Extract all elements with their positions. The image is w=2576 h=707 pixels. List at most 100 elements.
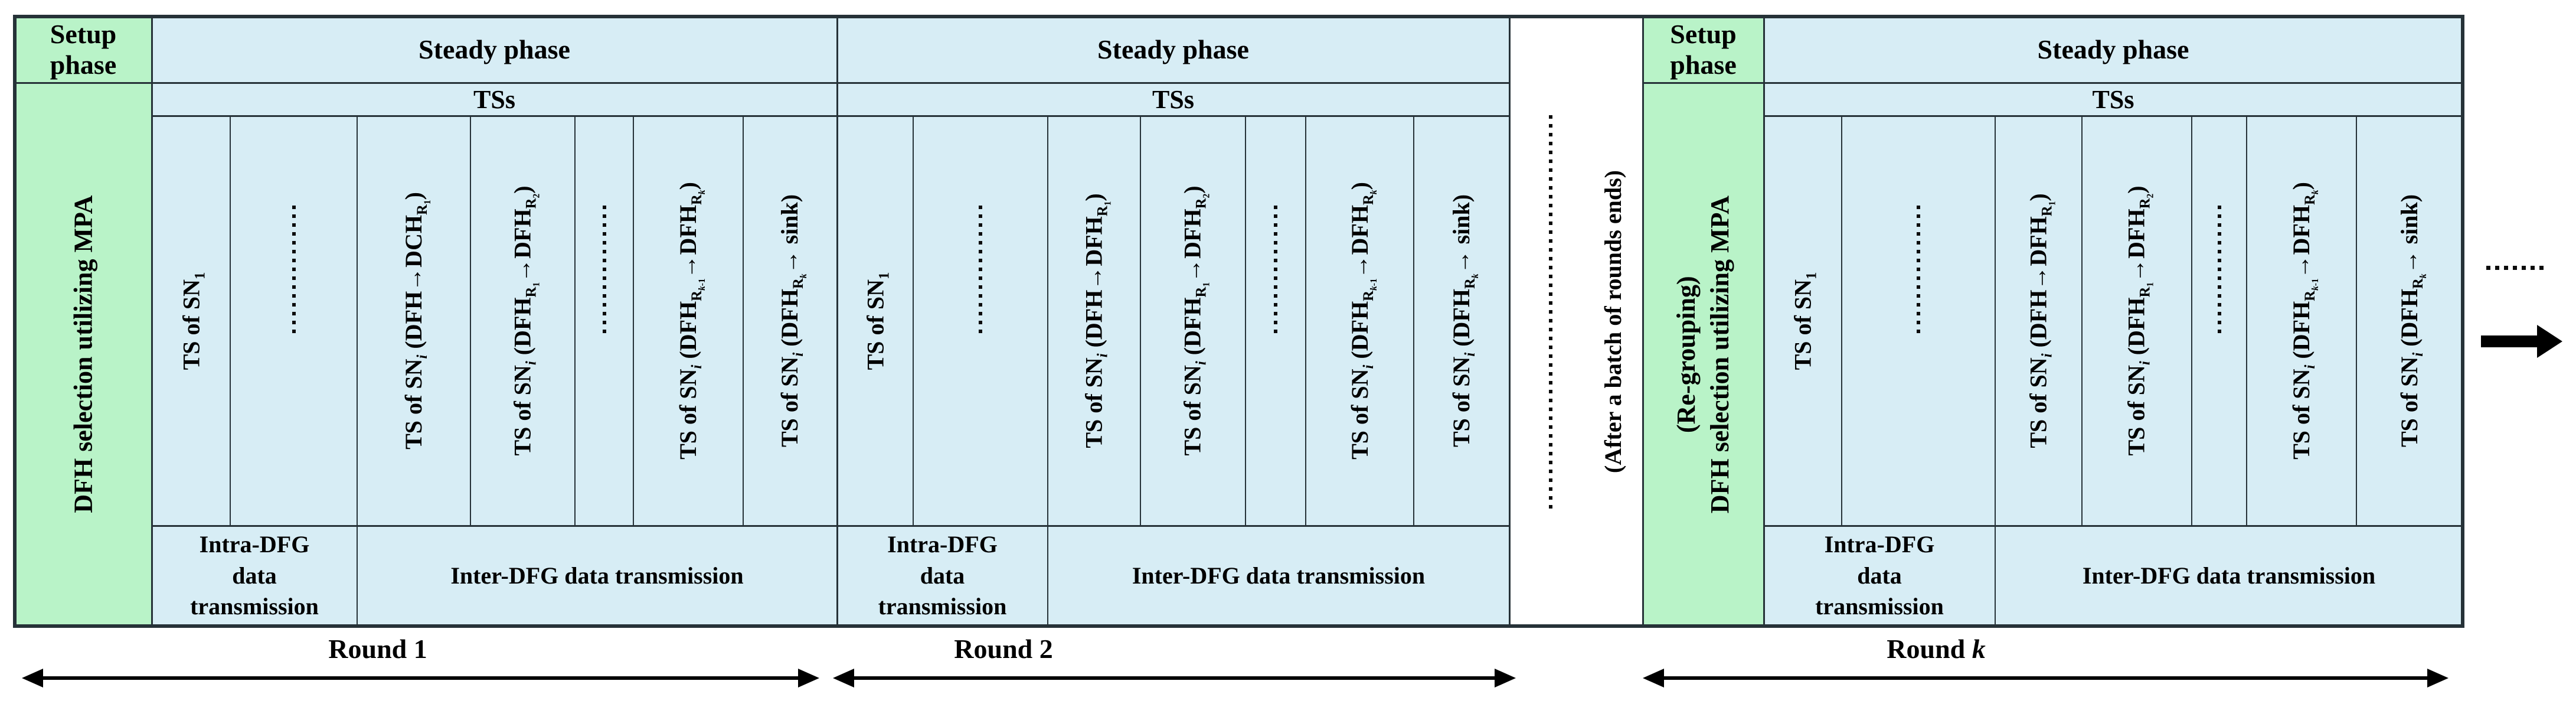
ts-column-3-3: TS of SNi (DFH→DFHR1) xyxy=(1995,116,2082,526)
grid-vline xyxy=(1841,116,1842,526)
steady-phase-2-bg xyxy=(837,17,1509,626)
grid-vline xyxy=(1642,17,1644,626)
dfh-selection-line: DFH selection utilizing MPA xyxy=(1705,195,1735,514)
round-1-range-arrow xyxy=(22,669,819,688)
steady-phase-1-header: Steady phase xyxy=(152,17,837,83)
round-label-3: Round k xyxy=(1789,633,2084,664)
regroup-gap-bg xyxy=(1509,17,1643,626)
steady-phase-3-header-label: Steady phase xyxy=(2037,34,2189,65)
grid-vline xyxy=(1509,17,1511,626)
setup-phase-1-bg xyxy=(15,17,152,626)
grid-vline xyxy=(1047,116,1048,626)
ts-column-1-6: TS of SNi (DFHRk-1→DFHRk) xyxy=(633,116,743,526)
grid-vline xyxy=(913,116,914,526)
tss-header-3: TSs xyxy=(1764,83,2463,116)
grid-vline xyxy=(1140,116,1141,526)
grid-vline xyxy=(2081,116,2083,526)
ts-column-1-4: TS of SNi (DFHR1→DFHR2) xyxy=(470,116,575,526)
ts-column-1-1-label: TS of SN1 xyxy=(178,272,208,370)
grid-hline xyxy=(152,525,1509,527)
grid-vline xyxy=(836,17,838,626)
grid-vline xyxy=(2191,116,2192,526)
steady-phase-2-header: Steady phase xyxy=(837,17,1509,83)
ts-column-1-7-label: TS of SNi (DFHRk→ sink) xyxy=(776,194,809,448)
ts-column-3-2-dots xyxy=(1917,206,1920,333)
ts-column-3-5-dots xyxy=(2218,206,2221,333)
gap-dots xyxy=(1549,115,1552,514)
setup-phase-2-body-label: (Re-grouping)DFH selection utilizing MPA xyxy=(1669,196,1737,513)
ts-column-2-7-label: TS of SNi (DFHRk→ sink) xyxy=(1448,194,1480,448)
ts-column-3-1-label: TS of SN1 xyxy=(1789,272,1820,370)
grid-vline xyxy=(230,116,231,526)
ts-column-3-7-label: TS of SNi (DFHRk→ sink) xyxy=(2396,194,2428,448)
grid-vline xyxy=(2356,116,2357,526)
ts-column-2-3-label: TS of SNi (DFH→DFHR1) xyxy=(1080,193,1113,448)
grid-vline xyxy=(1413,116,1414,526)
inter-dfg-cell-3-label: Inter-DFG data transmission xyxy=(2082,562,2376,589)
tss-header-1: TSs xyxy=(152,83,837,116)
ts-column-2-2-dots xyxy=(979,206,982,333)
inter-dfg-cell-2: Inter-DFG data transmission xyxy=(1048,526,1509,626)
steady-phase-2-header-label: Steady phase xyxy=(1097,34,1249,65)
ts-column-2-6-label: TS of SNi (DFHRk-1→DFHRk) xyxy=(1346,182,1379,460)
round-3-range-arrow xyxy=(1643,669,2448,688)
steady-phase-3-bg xyxy=(1764,17,2463,626)
timeline-arrow-right-icon xyxy=(2481,325,2562,358)
tss-header-1-label: TSs xyxy=(473,84,515,114)
setup-phase-1-body-label: DFH selection utilizing MPA xyxy=(68,195,98,514)
round-label-2-text: Round 2 xyxy=(954,633,1053,664)
setup-phase-1-body: DFH selection utilizing MPA xyxy=(15,83,152,626)
grid-vline xyxy=(1305,116,1306,526)
ts-column-2-3: TS of SNi (DFH→DFHR1) xyxy=(1048,116,1140,526)
ts-column-3-6-label: TS of SNi (DFHRk-1→DFHRk) xyxy=(2288,182,2320,460)
ts-column-1-3-label: TS of SNi (DFH→DCHR1) xyxy=(400,192,433,449)
grid-vline xyxy=(633,116,634,526)
inter-dfg-cell-3: Inter-DFG data transmission xyxy=(1995,526,2463,626)
steady-phase-3-header: Steady phase xyxy=(1764,17,2463,83)
ts-column-2-5-dots xyxy=(1274,206,1277,333)
grid-hline xyxy=(13,624,2464,628)
grid-vline xyxy=(2246,116,2247,526)
inter-dfg-cell-2-label: Inter-DFG data transmission xyxy=(1132,562,1426,589)
grid-hline xyxy=(15,82,1509,84)
steady-phase-1-header-label: Steady phase xyxy=(419,34,570,65)
ts-column-1-5-dots xyxy=(603,206,606,333)
ts-column-1-3: TS of SNi (DFH→DCHR1) xyxy=(357,116,470,526)
ts-column-3-6: TS of SNi (DFHRk-1→DFHRk) xyxy=(2247,116,2356,526)
grid-vline xyxy=(1245,116,1246,526)
ts-column-2-1: TS of SN1 xyxy=(837,116,913,526)
steady-phase-1-bg xyxy=(152,17,837,626)
ts-column-1-6-label: TS of SNi (DFHRk-1→DFHRk) xyxy=(675,182,707,460)
grid-vline xyxy=(574,116,576,526)
gap-label: (After a batch of rounds ends) xyxy=(1599,170,1626,473)
tss-header-2-label: TSs xyxy=(1152,84,1194,114)
grid-hline xyxy=(1764,115,2463,117)
ts-column-3-1: TS of SN1 xyxy=(1764,116,1842,526)
grid-vline xyxy=(1995,116,1996,626)
tss-header-3-label: TSs xyxy=(2092,84,2134,114)
round-label-2: Round 2 xyxy=(856,633,1151,664)
round-label-1: Round 1 xyxy=(230,633,525,664)
ts-column-2-7: TS of SNi (DFHRk→ sink) xyxy=(1414,116,1509,526)
inter-dfg-cell-1: Inter-DFG data transmission xyxy=(357,526,837,626)
ts-column-2-1-label: TS of SN1 xyxy=(862,272,893,370)
grid-hline xyxy=(152,115,1509,117)
round-label-3-text: Round k xyxy=(1887,633,1986,664)
ts-column-2-4: TS of SNi (DFHR1→DFHR2) xyxy=(1140,116,1245,526)
inter-dfg-cell-1-label: Inter-DFG data transmission xyxy=(450,562,744,589)
grid-vline xyxy=(151,17,153,626)
ts-column-1-1: TS of SN1 xyxy=(152,116,230,526)
ts-column-2-4-label: TS of SNi (DFHR1→DFHR2) xyxy=(1179,185,1212,456)
regrouping-line: (Re-grouping) xyxy=(1672,276,1701,433)
setup-phase-2-bg xyxy=(1643,17,1764,626)
tss-header-2: TSs xyxy=(837,83,1509,116)
